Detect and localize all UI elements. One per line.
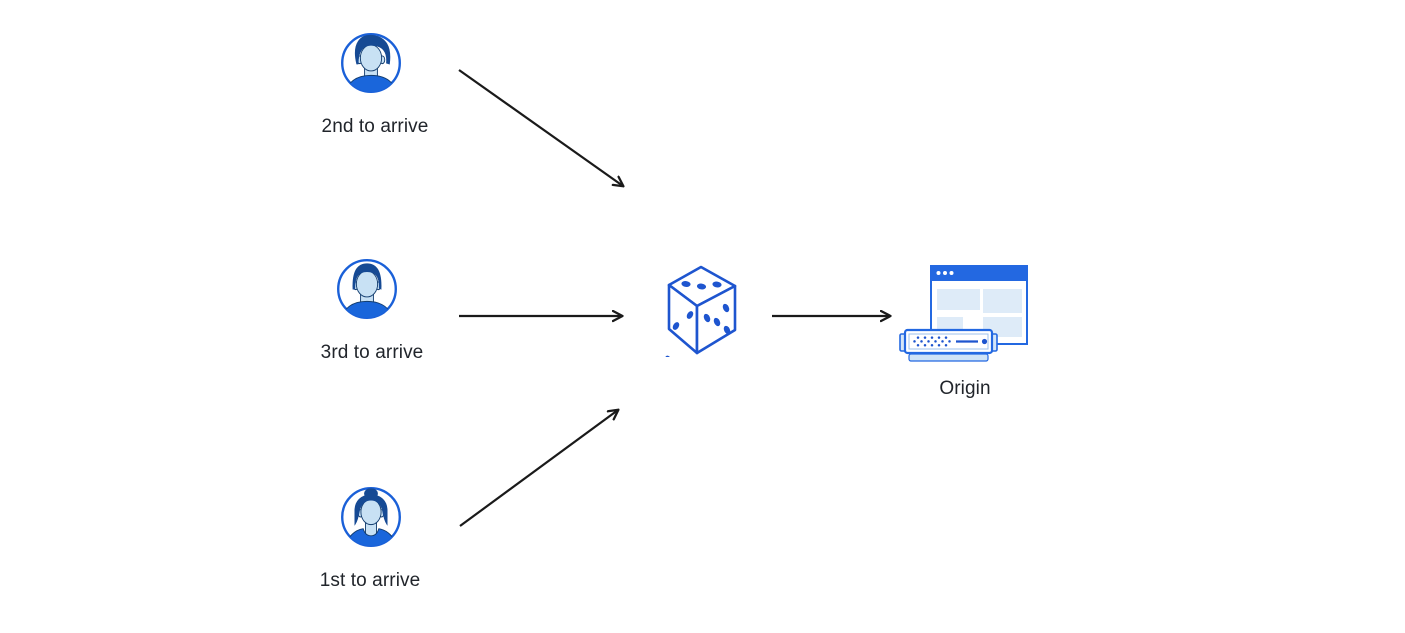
user-avatar-male-flat-hair-icon [337, 259, 397, 319]
arrow-user-second-to-dice [458, 69, 623, 186]
label-user-third: 3rd to arrive [320, 342, 424, 363]
origin-server-browser-icon [899, 265, 1028, 362]
arrow-user-first-to-dice [459, 410, 618, 527]
user-avatar-female-bun-icon [341, 487, 401, 547]
user-avatar-male-swept-hair-icon [341, 33, 401, 93]
label-user-second: 2nd to arrive [321, 116, 429, 137]
label-user-first: 1st to arrive [319, 570, 421, 591]
dice-icon [665, 265, 737, 357]
label-origin: Origin [939, 378, 991, 399]
